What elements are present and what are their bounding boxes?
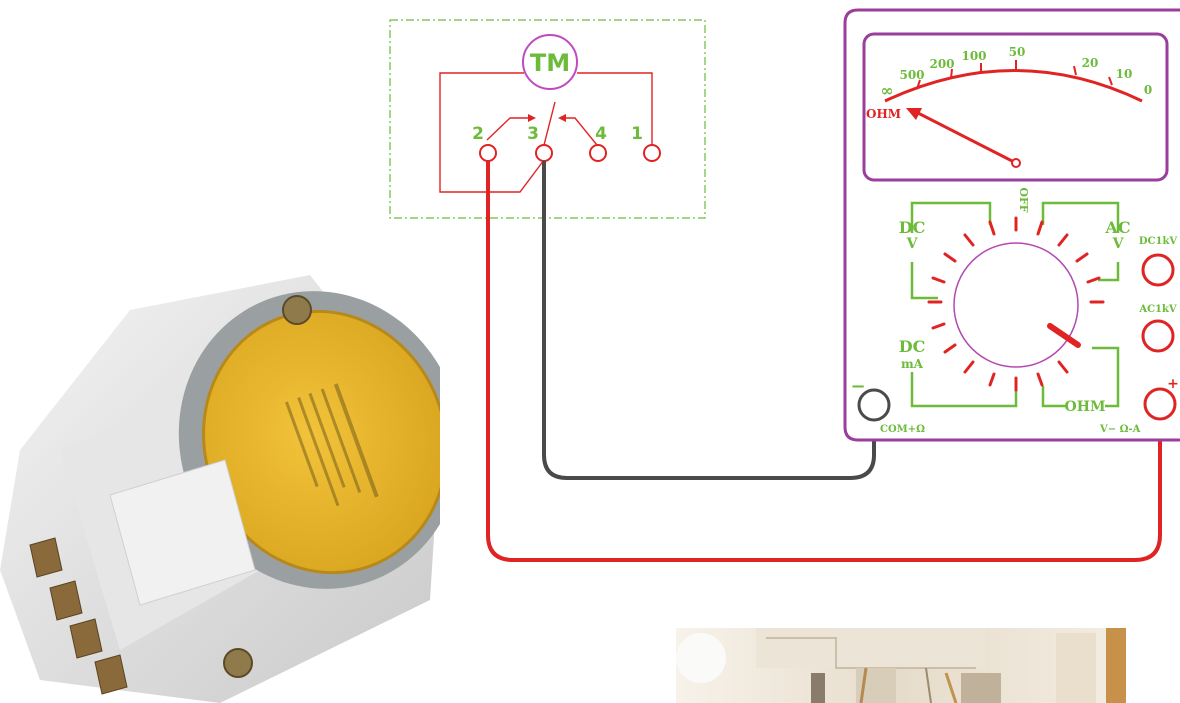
selector-range-lines [910,201,1120,408]
meter-display [862,32,1169,182]
terminal-4 [589,144,607,162]
selector-dcma-label: DC [899,337,926,356]
black-probe-lead [542,161,876,480]
terminal-3 [535,144,553,162]
jack-ac1kv-label: AC1kV [1138,304,1177,315]
meter-needle-tip [906,108,922,120]
selector-ohm-label: OHM [1065,399,1106,415]
jack-dc1kv-label: DC1kV [1139,236,1178,247]
scale-label-inf: ∞ [880,81,893,100]
jack-pos-label: V− Ω-A [1099,424,1141,435]
jack-com-symbol: − [850,376,865,397]
terminal-1 [643,144,661,162]
timer-motor [522,34,578,90]
selector-ticks [927,216,1105,392]
selector-acv-unit: V [1112,236,1125,252]
jack-pos-symbol: + [1167,376,1179,392]
scale-label-20: 20 [1082,56,1099,70]
switch-arrow-right [558,114,566,122]
selector-pointer [1047,323,1081,348]
fridge-interior-photo [676,628,1126,703]
terminal-1-label: 1 [631,124,643,144]
selector-dial[interactable] [953,242,1079,368]
jack-pos[interactable] [1143,387,1177,421]
timer-circuit [439,72,653,193]
ohm-scale-label: OHM [866,107,901,121]
switch-arrow-left [528,114,536,122]
meter-needle [917,111,1017,165]
terminal-4-label: 4 [595,124,607,144]
jack-com-label: COM+Ω [880,424,925,435]
selector-off-label: OFF [1017,187,1030,212]
scale-label-50: 50 [1009,45,1026,59]
terminal-2-label: 2 [472,124,484,144]
selector-dcv-unit: V [906,236,919,252]
jack-dc1kv[interactable] [1141,253,1175,287]
jack-ac1kv[interactable] [1141,319,1175,353]
jack-com[interactable] [857,388,891,422]
scale-label-0: 0 [1144,83,1152,97]
scale-label-200: 200 [929,57,954,71]
terminal-2 [479,144,497,162]
scale-label-500: 500 [899,68,924,82]
timer-terminals [479,144,661,162]
selector-acv-label: AC [1104,218,1130,237]
scale-label-10: 10 [1116,67,1133,81]
meter-needle-pivot [1011,158,1021,168]
selector-dcma-unit: mA [901,357,924,371]
terminal-3-label: 3 [527,124,539,144]
red-probe-lead [486,161,1162,562]
timer-motor-label: TM [530,49,570,77]
meter-scale-ticks [916,60,1113,90]
scale-label-100: 100 [961,49,986,63]
selector-dcv-label: DC [899,218,926,237]
defrost-timer-photo [0,270,440,703]
